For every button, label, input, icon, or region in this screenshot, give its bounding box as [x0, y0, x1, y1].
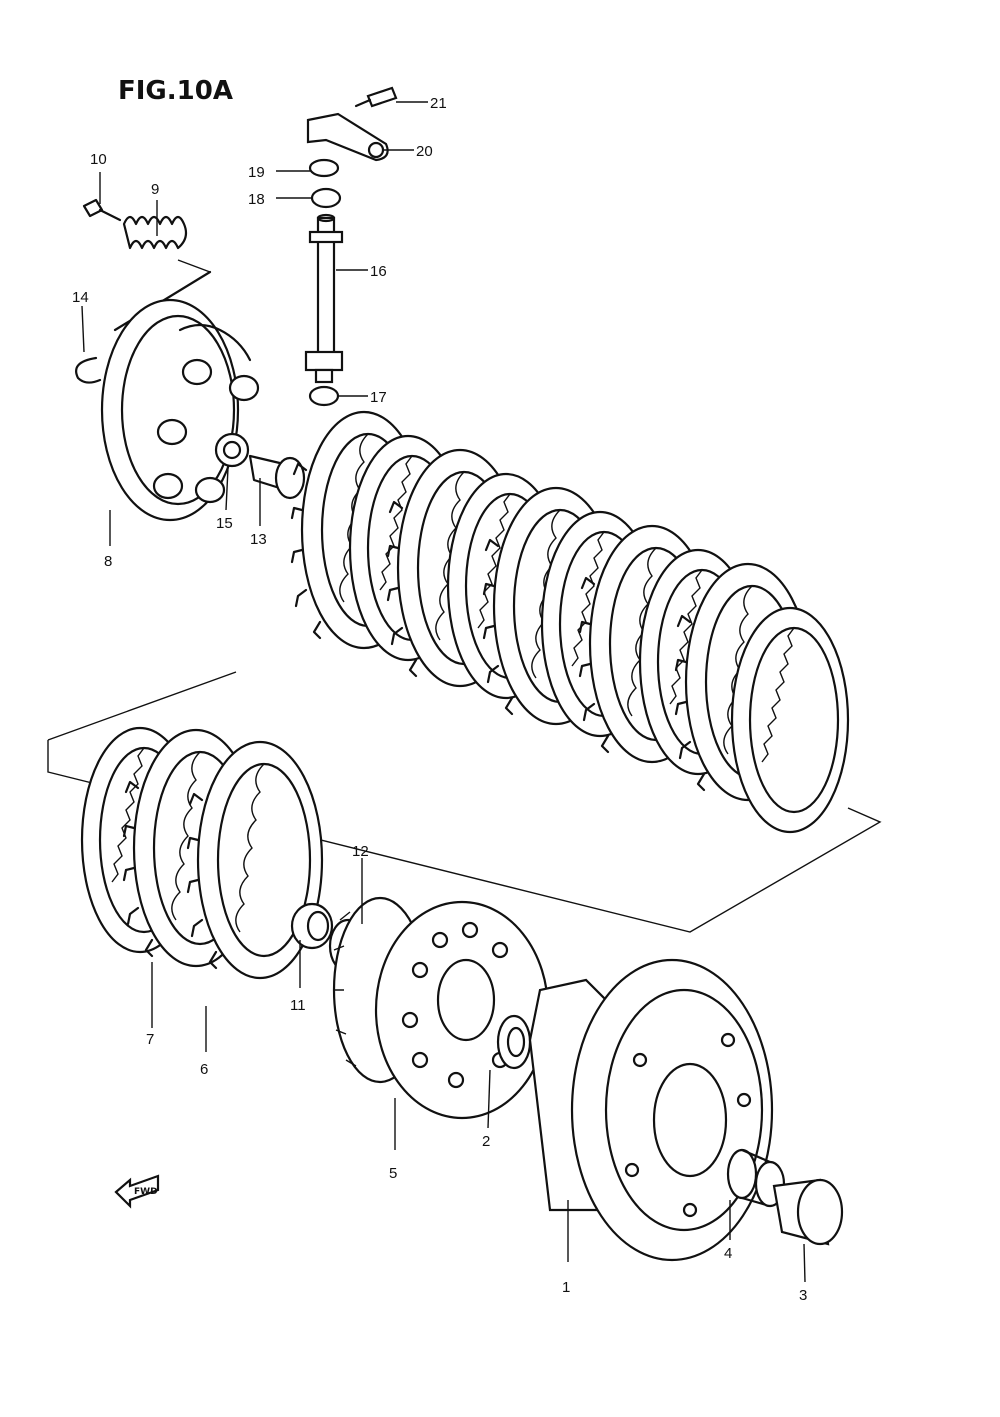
release-lever [306, 112, 389, 162]
callout-11: 11 [290, 997, 306, 1014]
callout-4: 4 [724, 1245, 732, 1262]
clutch-plate-stack [290, 410, 850, 834]
forward-arrow-icon [114, 1174, 160, 1209]
callout-13: 13 [250, 531, 267, 548]
lever-bolt [354, 86, 398, 108]
callout-7: 7 [146, 1031, 154, 1048]
figure-title: FIG.10A [118, 76, 233, 106]
callout-2: 2 [482, 1133, 490, 1150]
guide-line [177, 259, 211, 273]
thrust-washer-2 [496, 1014, 532, 1070]
callout-1: 1 [562, 1279, 570, 1296]
upper-bearing [310, 187, 342, 209]
release-rack [248, 454, 306, 500]
stack-group-outline [47, 671, 882, 933]
release-shaft [304, 213, 344, 384]
callout-5: 5 [389, 1165, 397, 1182]
pressure-plate [100, 270, 260, 522]
fwd-label: FWD [134, 1187, 158, 1197]
leader-lines [81, 101, 806, 1283]
callout-10: 10 [90, 151, 107, 168]
lower-bearing [308, 385, 340, 407]
callout-18: 18 [248, 191, 265, 208]
fwd-marker: FWD [114, 1174, 160, 1209]
callout-19: 19 [248, 164, 265, 181]
callout-3: 3 [799, 1287, 807, 1304]
spacer-3 [772, 1178, 844, 1246]
spring-bolt [82, 198, 122, 222]
oil-seal [308, 158, 340, 178]
collar-11 [290, 902, 334, 950]
circlip [75, 356, 102, 384]
callout-9: 9 [151, 181, 159, 198]
callout-14: 14 [72, 289, 89, 306]
callout-17: 17 [370, 389, 387, 406]
clutch-spring [122, 215, 188, 250]
callout-8: 8 [104, 553, 112, 570]
callouts: 1 2 3 4 5 6 7 8 9 10 11 12 13 14 15 16 1… [72, 95, 807, 1304]
callout-6: 6 [200, 1061, 208, 1078]
sleeve-hub [332, 896, 550, 1120]
callout-12: 12 [352, 843, 369, 860]
callout-15: 15 [216, 515, 233, 532]
callout-16: 16 [370, 263, 387, 280]
clutch-housing [528, 958, 774, 1262]
callout-20: 20 [416, 143, 433, 160]
callout-21: 21 [430, 95, 447, 112]
